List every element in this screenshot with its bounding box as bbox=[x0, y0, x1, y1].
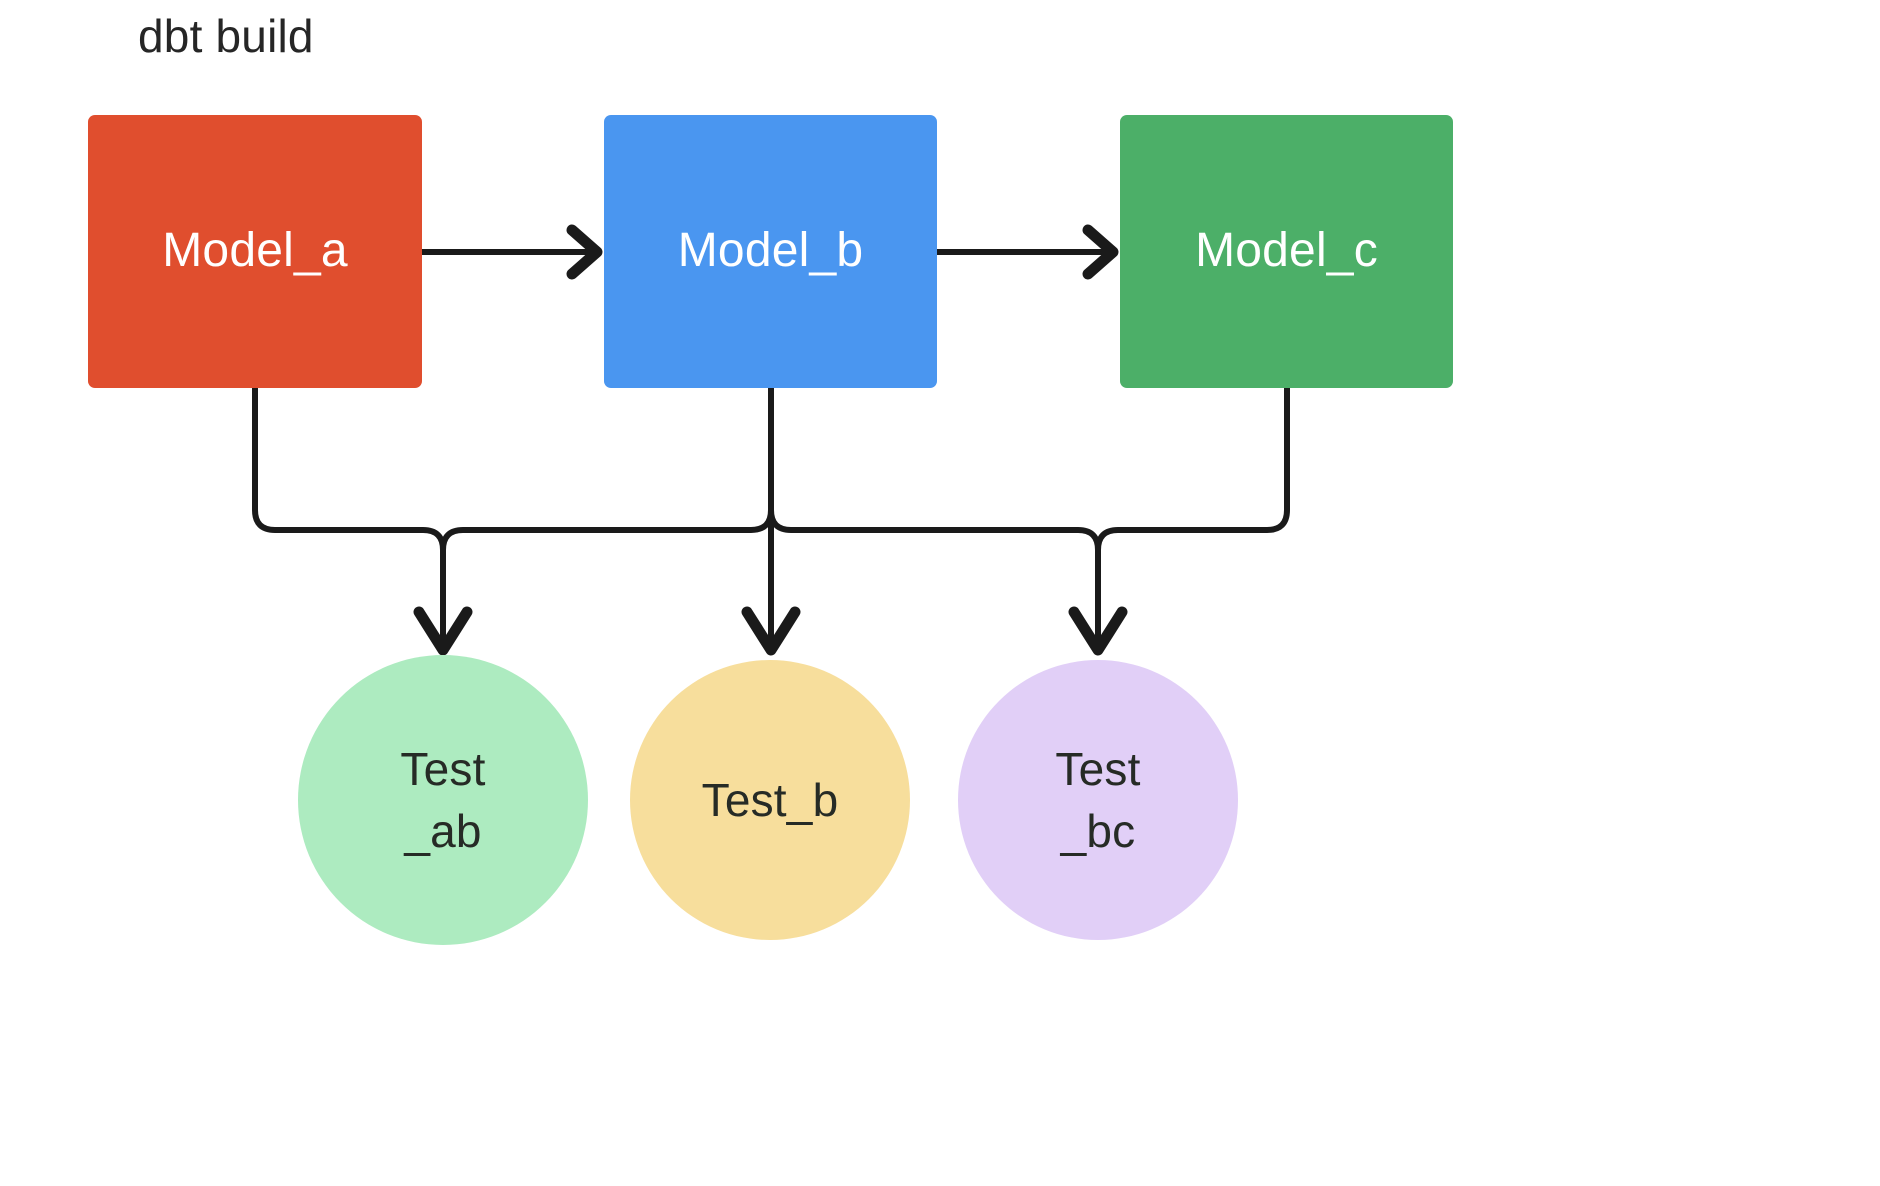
model-node-label: Model_a bbox=[162, 224, 348, 278]
test-node-label-line2: _bc bbox=[1060, 805, 1136, 857]
test-node-label-line1: Test bbox=[1055, 742, 1141, 795]
edge-model-b-model-c bbox=[934, 224, 1119, 280]
edge-model-c-test-bc bbox=[1095, 385, 1290, 553]
edge-model-a-model-b bbox=[419, 224, 603, 280]
model-node-label: Model_c bbox=[1195, 224, 1378, 278]
test-node-label-line1: Test bbox=[400, 742, 486, 795]
edge-model-a-test-ab bbox=[252, 385, 473, 656]
model-node-model-b[interactable]: Model_b bbox=[604, 115, 937, 388]
model-node-model-a[interactable]: Model_a bbox=[88, 115, 422, 388]
edge-model-b-test-bc bbox=[768, 385, 1128, 656]
model-node-label: Model_b bbox=[677, 224, 864, 278]
diagram-title: dbt build bbox=[138, 10, 314, 62]
test-node-label-line1: Test_b bbox=[701, 773, 839, 826]
model-node-model-c[interactable]: Model_c bbox=[1120, 115, 1453, 388]
test-node-test-ab[interactable]: Test _ab bbox=[298, 655, 588, 945]
test-node-test-bc[interactable]: Test _bc bbox=[958, 660, 1238, 940]
test-node-label-line2: _ab bbox=[404, 805, 482, 857]
edge-model-b-test-b bbox=[741, 385, 801, 656]
edge-model-b-test-ab bbox=[440, 385, 774, 553]
test-node-test-b[interactable]: Test_b bbox=[630, 660, 910, 940]
